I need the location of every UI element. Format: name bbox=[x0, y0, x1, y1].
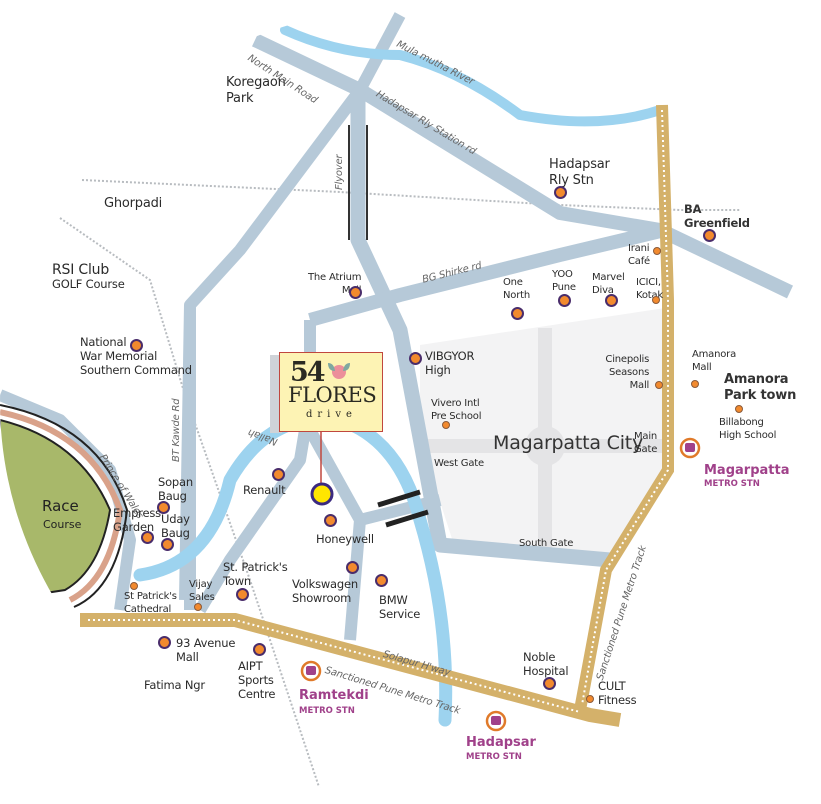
poi-marker[interactable] bbox=[605, 294, 618, 307]
poi-marker[interactable] bbox=[130, 582, 138, 590]
poi-west-gate-label: West Gate bbox=[434, 458, 484, 469]
metro-hadapsar-name: Hadapsar bbox=[466, 735, 536, 750]
bg-shirke-rd bbox=[308, 223, 667, 327]
metro-icon-hadapsar bbox=[485, 710, 507, 732]
road-label-bt-kawde: BT Kawde Rd bbox=[171, 398, 182, 462]
project-subtitle: drive bbox=[306, 409, 357, 420]
project-number: 54 bbox=[290, 357, 326, 388]
project-location-marker bbox=[310, 482, 334, 506]
railway-line bbox=[81, 179, 740, 211]
poi-marker[interactable] bbox=[324, 514, 337, 527]
race-course-sublabel: Course bbox=[43, 518, 82, 531]
area-ghorpadi: Ghorpadi bbox=[104, 196, 163, 211]
poi-marker[interactable] bbox=[703, 229, 716, 242]
metro-icon-ramtekdi bbox=[300, 660, 322, 682]
poi-south-gate-label: South Gate bbox=[519, 538, 574, 549]
poi-marker[interactable] bbox=[130, 339, 143, 352]
project-callout[interactable]: 54 FLORES drive bbox=[279, 352, 383, 432]
poi-marker[interactable] bbox=[375, 574, 388, 587]
metro-ramtekdi-sub: METRO STN bbox=[299, 706, 355, 716]
poi-marker[interactable] bbox=[655, 381, 663, 389]
poi-marker[interactable] bbox=[543, 677, 556, 690]
project-name: FLORES bbox=[288, 383, 377, 407]
poi-marker[interactable] bbox=[272, 468, 285, 481]
metro-hadapsar-sub: METRO STN bbox=[466, 752, 522, 762]
poi-marker[interactable] bbox=[691, 380, 699, 388]
metro-magarpatta-sub: METRO STN bbox=[704, 479, 760, 489]
flyover-road bbox=[350, 95, 611, 568]
road-bridge bbox=[358, 494, 442, 526]
area-magarpatta-city: Magarpatta City bbox=[493, 432, 644, 454]
poi-marker[interactable] bbox=[253, 643, 266, 656]
poi-marker[interactable] bbox=[157, 501, 170, 514]
prince-of-wales-road bbox=[0, 389, 136, 611]
mula-mutha-river bbox=[280, 25, 665, 127]
race-course-label: Race bbox=[42, 497, 79, 515]
metro-icon-magarpatta bbox=[679, 437, 701, 459]
area-fatima-ngr: Fatima Ngr bbox=[144, 678, 205, 692]
poi-marker[interactable] bbox=[442, 421, 450, 429]
poi-marker[interactable] bbox=[511, 307, 524, 320]
poi-marker[interactable] bbox=[194, 603, 202, 611]
north-main-road bbox=[251, 33, 794, 299]
metro-magarpatta-name: Magarpatta bbox=[704, 463, 790, 478]
poi-marker[interactable] bbox=[735, 405, 743, 413]
flower-logo-icon bbox=[328, 363, 350, 379]
poi-honeywell-label: Honeywell bbox=[316, 532, 374, 546]
poi-marker[interactable] bbox=[158, 636, 171, 649]
poi-marker[interactable] bbox=[653, 247, 661, 255]
poi-marker[interactable] bbox=[409, 352, 422, 365]
poi-icici-kotak-label: ICICI,Kotak bbox=[636, 277, 664, 301]
poi-marker[interactable] bbox=[554, 186, 567, 199]
poi-marker[interactable] bbox=[141, 531, 154, 544]
poi-marker[interactable] bbox=[161, 538, 174, 551]
poi-marker[interactable] bbox=[558, 294, 571, 307]
poi-marker[interactable] bbox=[346, 561, 359, 574]
road-label-flyover: Flyover bbox=[334, 154, 345, 190]
poi-marker[interactable] bbox=[586, 695, 594, 703]
poi-marker[interactable] bbox=[236, 588, 249, 601]
poi-marker[interactable] bbox=[652, 296, 660, 304]
poi-marker[interactable] bbox=[349, 286, 362, 299]
metro-ramtekdi-name: Ramtekdi bbox=[299, 688, 369, 703]
poi-renault-label: Renault bbox=[243, 483, 286, 497]
